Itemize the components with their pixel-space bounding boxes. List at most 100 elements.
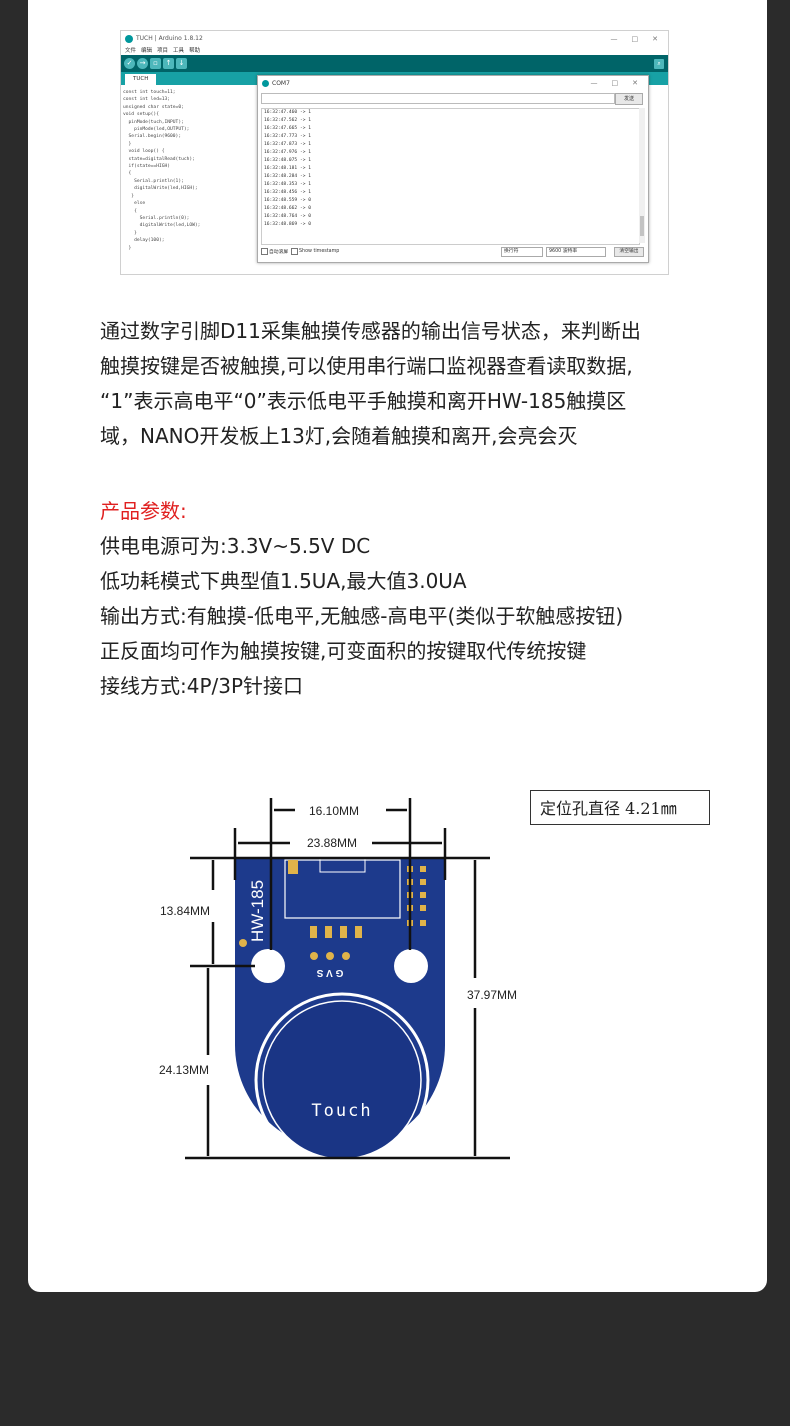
description-line: 域，NANO开发板上13灯,会随着触摸和离开,会亮会灭 — [100, 424, 578, 448]
maximize-icon[interactable]: □ — [611, 79, 619, 87]
ide-title-bar: TUCH | Arduino 1.8.12 — □ ✕ — [121, 31, 668, 46]
code-line: else — [123, 201, 146, 207]
serial-line: 16:32:48.284 -> 1 — [264, 174, 312, 179]
spec-item: 接线方式:4P/3P针接口 — [100, 674, 304, 698]
menu-edit[interactable]: 编辑 — [141, 48, 153, 54]
code-line: { — [123, 171, 132, 177]
description-line: 通过数字引脚D11采集触摸传感器的输出信号状态，来判断出 — [100, 319, 641, 343]
verify-icon[interactable]: ✓ — [124, 58, 135, 69]
checkbox-icon[interactable] — [291, 248, 298, 255]
touch-pad-label: Touch — [311, 1101, 372, 1121]
code-line: Serial.begin(9600); — [123, 134, 182, 140]
arduino-ide-screenshot: TUCH | Arduino 1.8.12 — □ ✕ 文件 编辑 项目 工具 … — [120, 30, 669, 275]
menu-sketch[interactable]: 项目 — [157, 48, 169, 54]
serial-line: 16:32:48.353 -> 1 — [264, 182, 312, 187]
close-icon[interactable]: ✕ — [652, 34, 658, 43]
spec-item: 供电电源可为:3.3V~5.5V DC — [100, 534, 371, 558]
code-line: { — [123, 208, 137, 214]
tab-sketch[interactable]: TUCH — [125, 74, 157, 85]
code-line: digitalWrite(led,HIGH); — [123, 186, 198, 192]
upload-icon[interactable]: → — [137, 58, 148, 69]
code-line: } — [123, 230, 137, 236]
timestamp-label: Show timestamp — [299, 249, 340, 254]
spec-item: 正反面均可作为触摸按键,可变面积的按键取代传统按键 — [100, 639, 587, 663]
serial-line: 16:32:48.075 -> 1 — [264, 158, 312, 163]
description-line: 触摸按键是否被触摸,可以使用串行端口监视器查看读取数据, — [100, 354, 633, 378]
autoscroll-checkbox[interactable]: 自动滚屏 — [261, 248, 288, 255]
code-line: } — [123, 193, 135, 199]
serial-line: 16:32:47.873 -> 1 — [264, 142, 312, 147]
specs-list: 供电电源可为:3.3V~5.5V DC 低功耗模式下典型值1.5UA,最大值3.… — [100, 529, 623, 704]
code-line: unsigned char state=0; — [123, 104, 184, 110]
dim-board-width: 23.88MM — [307, 836, 357, 850]
touch-pad[interactable] — [262, 1000, 422, 1160]
minimize-icon[interactable]: — — [590, 79, 598, 87]
mounting-hole-left — [251, 949, 285, 983]
serial-line: 16:32:48.456 -> 1 — [264, 190, 312, 195]
serial-monitor-icon[interactable]: ⌕ — [654, 58, 664, 69]
code-line: digitalWrite(led,LOW); — [123, 223, 201, 229]
code-line: if(state==HIGH) — [123, 164, 171, 170]
code-line: Serial.println(1); — [123, 178, 184, 184]
serial-scrollbar[interactable] — [639, 108, 645, 243]
arduino-logo-icon — [262, 79, 269, 87]
serial-line: 16:32:48.181 -> 1 — [264, 166, 312, 171]
dim-left-upper: 13.84MM — [160, 904, 210, 918]
dim-board-height: 37.97MM — [467, 988, 517, 1002]
ide-toolbar: ✓ → ▫ ↑ ↓ ⌕ — [121, 55, 668, 72]
dimension-lines — [185, 798, 510, 1160]
line-ending-select[interactable]: 换行符 — [501, 247, 543, 257]
serial-send-input[interactable] — [261, 93, 615, 104]
baud-rate-select[interactable]: 9600 波特率 — [546, 247, 606, 257]
code-line: } — [123, 141, 132, 147]
serial-line: 16:32:47.976 -> 1 — [264, 150, 312, 155]
dim-hole-spacing: 16.10MM — [309, 804, 359, 818]
clear-output-button[interactable]: 清空输出 — [614, 247, 644, 257]
code-line: state=digitalRead(tuch); — [123, 156, 195, 162]
serial-bottom-bar: 自动滚屏 Show timestamp 换行符 9600 波特率 清空输出 — [261, 246, 645, 258]
description-line: “1”表示高电平“0”表示低电平手触摸和离开HW-185触摸区 — [100, 389, 627, 413]
checkbox-icon[interactable] — [261, 248, 268, 255]
spec-item: 低功耗模式下典型值1.5UA,最大值3.0UA — [100, 569, 467, 593]
menu-help[interactable]: 帮助 — [189, 48, 201, 54]
mounting-hole-right — [394, 949, 428, 983]
code-line: delay(100); — [123, 238, 165, 244]
board-dimension-diagram: HW-185 G V S Touch 16.10MM 23.88MM 13.84… — [159, 798, 517, 1168]
serial-line: 16:32:47.665 -> 1 — [264, 126, 312, 131]
dim-left-lower: 24.13MM — [159, 1063, 209, 1077]
open-icon[interactable]: ↑ — [163, 58, 174, 69]
timestamp-checkbox[interactable]: Show timestamp — [291, 248, 339, 255]
serial-line: 16:32:48.662 -> 0 — [264, 206, 312, 211]
menu-tools[interactable]: 工具 — [173, 48, 185, 54]
save-icon[interactable]: ↓ — [176, 58, 187, 69]
code-editor[interactable]: const int touch=11; const int led=13;unsi… — [123, 89, 253, 252]
send-button[interactable]: 发送 — [615, 93, 643, 105]
code-line: const int touch=11; — [123, 90, 176, 95]
new-icon[interactable]: ▫ — [150, 58, 161, 69]
code-line: Serial.println(0); — [123, 215, 190, 221]
serial-line: 16:32:47.460 -> 1 — [264, 110, 312, 115]
description-paragraph: 通过数字引脚D11采集触摸传感器的输出信号状态，来判断出 触摸按键是否被触摸,可… — [100, 314, 720, 454]
code-line: void setup(){ — [123, 112, 159, 118]
board-model-label: HW-185 — [248, 880, 267, 942]
indicator-led — [239, 939, 247, 947]
serial-line: 16:32:48.869 -> 0 — [264, 222, 312, 227]
close-icon[interactable]: ✕ — [632, 79, 638, 87]
ide-menu-bar: 文件 编辑 项目 工具 帮助 — [121, 46, 668, 55]
maximize-icon[interactable]: □ — [631, 34, 639, 43]
serial-line: 16:32:47.562 -> 1 — [264, 118, 312, 123]
serial-line: 16:32:48.559 -> 0 — [264, 198, 312, 203]
touch-pad-outer-ring — [254, 992, 430, 1168]
serial-output: 16:32:47.460 -> 1 16:32:47.562 -> 1 16:32:… — [261, 108, 640, 245]
spec-item: 输出方式:有触摸-低电平,无触感-高电平(类似于软触感按钮) — [100, 604, 624, 628]
scrollbar-thumb[interactable] — [640, 216, 644, 236]
arduino-logo-icon — [125, 34, 133, 43]
chip-outline — [284, 859, 401, 919]
minimize-icon[interactable]: — — [610, 34, 618, 43]
mounting-hole-note: 定位孔直径 4.21㎜ — [530, 790, 710, 825]
menu-file[interactable]: 文件 — [125, 48, 137, 54]
code-line: const int led=13; — [123, 97, 171, 103]
pin-labels: G V S — [316, 967, 343, 978]
ide-window-title: TUCH | Arduino 1.8.12 — [136, 35, 203, 42]
